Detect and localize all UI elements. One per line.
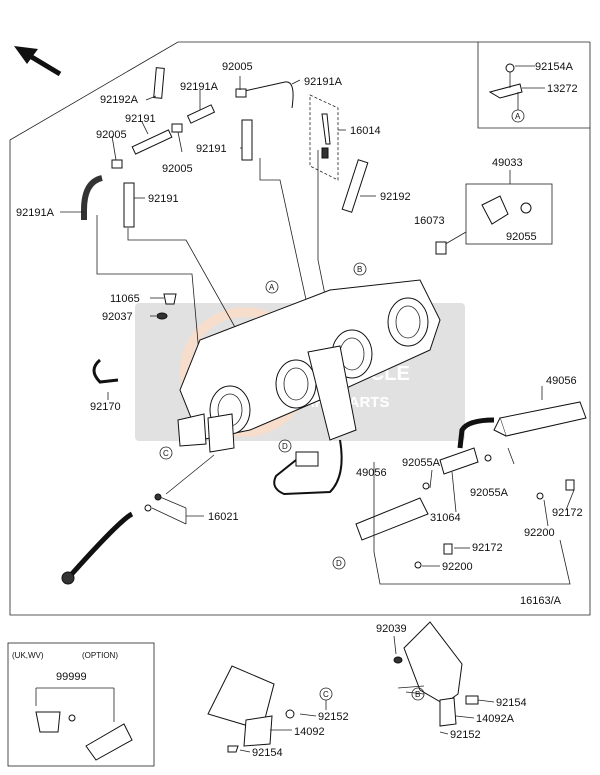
svg-text:D: D (336, 559, 342, 568)
svg-text:D: D (282, 442, 288, 451)
part-label-92172-l: 92172 (472, 542, 503, 554)
part-label-14092A: 14092A (476, 713, 515, 725)
part-label-92200-l: 92200 (442, 561, 473, 573)
svg-text:B: B (357, 265, 362, 274)
option-label: (OPTION) (82, 651, 118, 660)
part-label-13272: 13272 (547, 83, 578, 95)
leader-lines-lower (239, 469, 575, 753)
part-label-16163A: 16163/A (520, 595, 562, 607)
part-label-14092: 14092 (294, 726, 325, 738)
part-label-92200-r: 92200 (524, 527, 555, 539)
svg-text:A: A (515, 112, 521, 121)
svg-text:C: C (163, 449, 169, 458)
part-label-92170: 92170 (90, 401, 121, 413)
part-label-16021: 16021 (208, 511, 239, 523)
part-label-92055: 92055 (506, 231, 537, 243)
option-region-label: (UK,WV) (12, 651, 44, 660)
part-label-92192A: 92192A (100, 94, 139, 106)
fuel-hose-16021 (61, 454, 215, 585)
part-label-92055A-b: 92055A (470, 487, 509, 499)
svg-text:C: C (323, 690, 329, 699)
callout-D-mid: D (278, 439, 292, 453)
part-label-92039: 92039 (376, 623, 407, 635)
part-label-92055A-a: 92055A (402, 457, 441, 469)
part-label-92152-l: 92152 (318, 711, 349, 723)
part-label-99999: 99999 (56, 671, 87, 683)
sensor-assembly-49033 (435, 170, 553, 255)
part-label-92172-r: 92172 (552, 507, 583, 519)
part-label-11065: 11065 (110, 293, 140, 305)
part-label-31064: 31064 (430, 512, 461, 524)
part-label-92154A-top: 92154A (535, 61, 574, 73)
vacuum-hoses (81, 67, 369, 228)
bracket-13272 (488, 63, 545, 110)
option-box (7, 642, 155, 767)
part-label-49056-l: 49056 (356, 467, 387, 479)
callout-C-bottom: C (319, 687, 333, 701)
part-label-92037: 92037 (102, 311, 133, 323)
part-label-92191-c: 92191 (148, 193, 179, 205)
part-label-92154-l: 92154 (252, 747, 283, 759)
bracket-14092A (393, 621, 479, 727)
svg-text:B: B (415, 690, 420, 699)
option-connector (35, 687, 133, 761)
main-frame-outline (9, 41, 591, 616)
callout-D-lower: D (332, 556, 346, 570)
part-label-92005-a: 92005 (222, 61, 253, 73)
throttle-body-assembly (177, 279, 441, 496)
svg-text:A: A (269, 283, 275, 292)
part-label-49056-r: 49056 (546, 375, 577, 387)
part-label-92191A-c: 92191A (16, 207, 55, 219)
sensor-16014 (309, 94, 339, 181)
part-label-92192: 92192 (380, 191, 411, 203)
part-label-92005-b: 92005 (96, 129, 127, 141)
bracket-14092 (207, 665, 295, 753)
part-label-16073: 16073 (414, 215, 445, 227)
part-label-92005-c: 92005 (162, 163, 193, 175)
part-label-16014: 16014 (350, 125, 381, 137)
part-label-92152-r: 92152 (450, 729, 481, 741)
callout-A-mid: A (265, 280, 279, 294)
part-label-92154-r: 92154 (496, 697, 527, 709)
callout-C-mid: C (159, 446, 173, 460)
fuel-rails (355, 386, 587, 585)
callout-B-bottom: B (411, 687, 425, 701)
callout-B-mid: B (353, 262, 367, 276)
front-direction-arrow-icon (14, 46, 62, 77)
part-label-92191A-b: 92191A (180, 81, 219, 93)
leader-lines (60, 76, 376, 366)
part-label-49033: 49033 (492, 157, 523, 169)
part-label-92191-b: 92191 (196, 143, 227, 155)
callout-A-top: A (511, 109, 525, 123)
small-parts-left (92, 293, 177, 400)
part-label-92191-a: 92191 (125, 113, 156, 125)
part-label-92191A-a: 92191A (304, 76, 343, 88)
